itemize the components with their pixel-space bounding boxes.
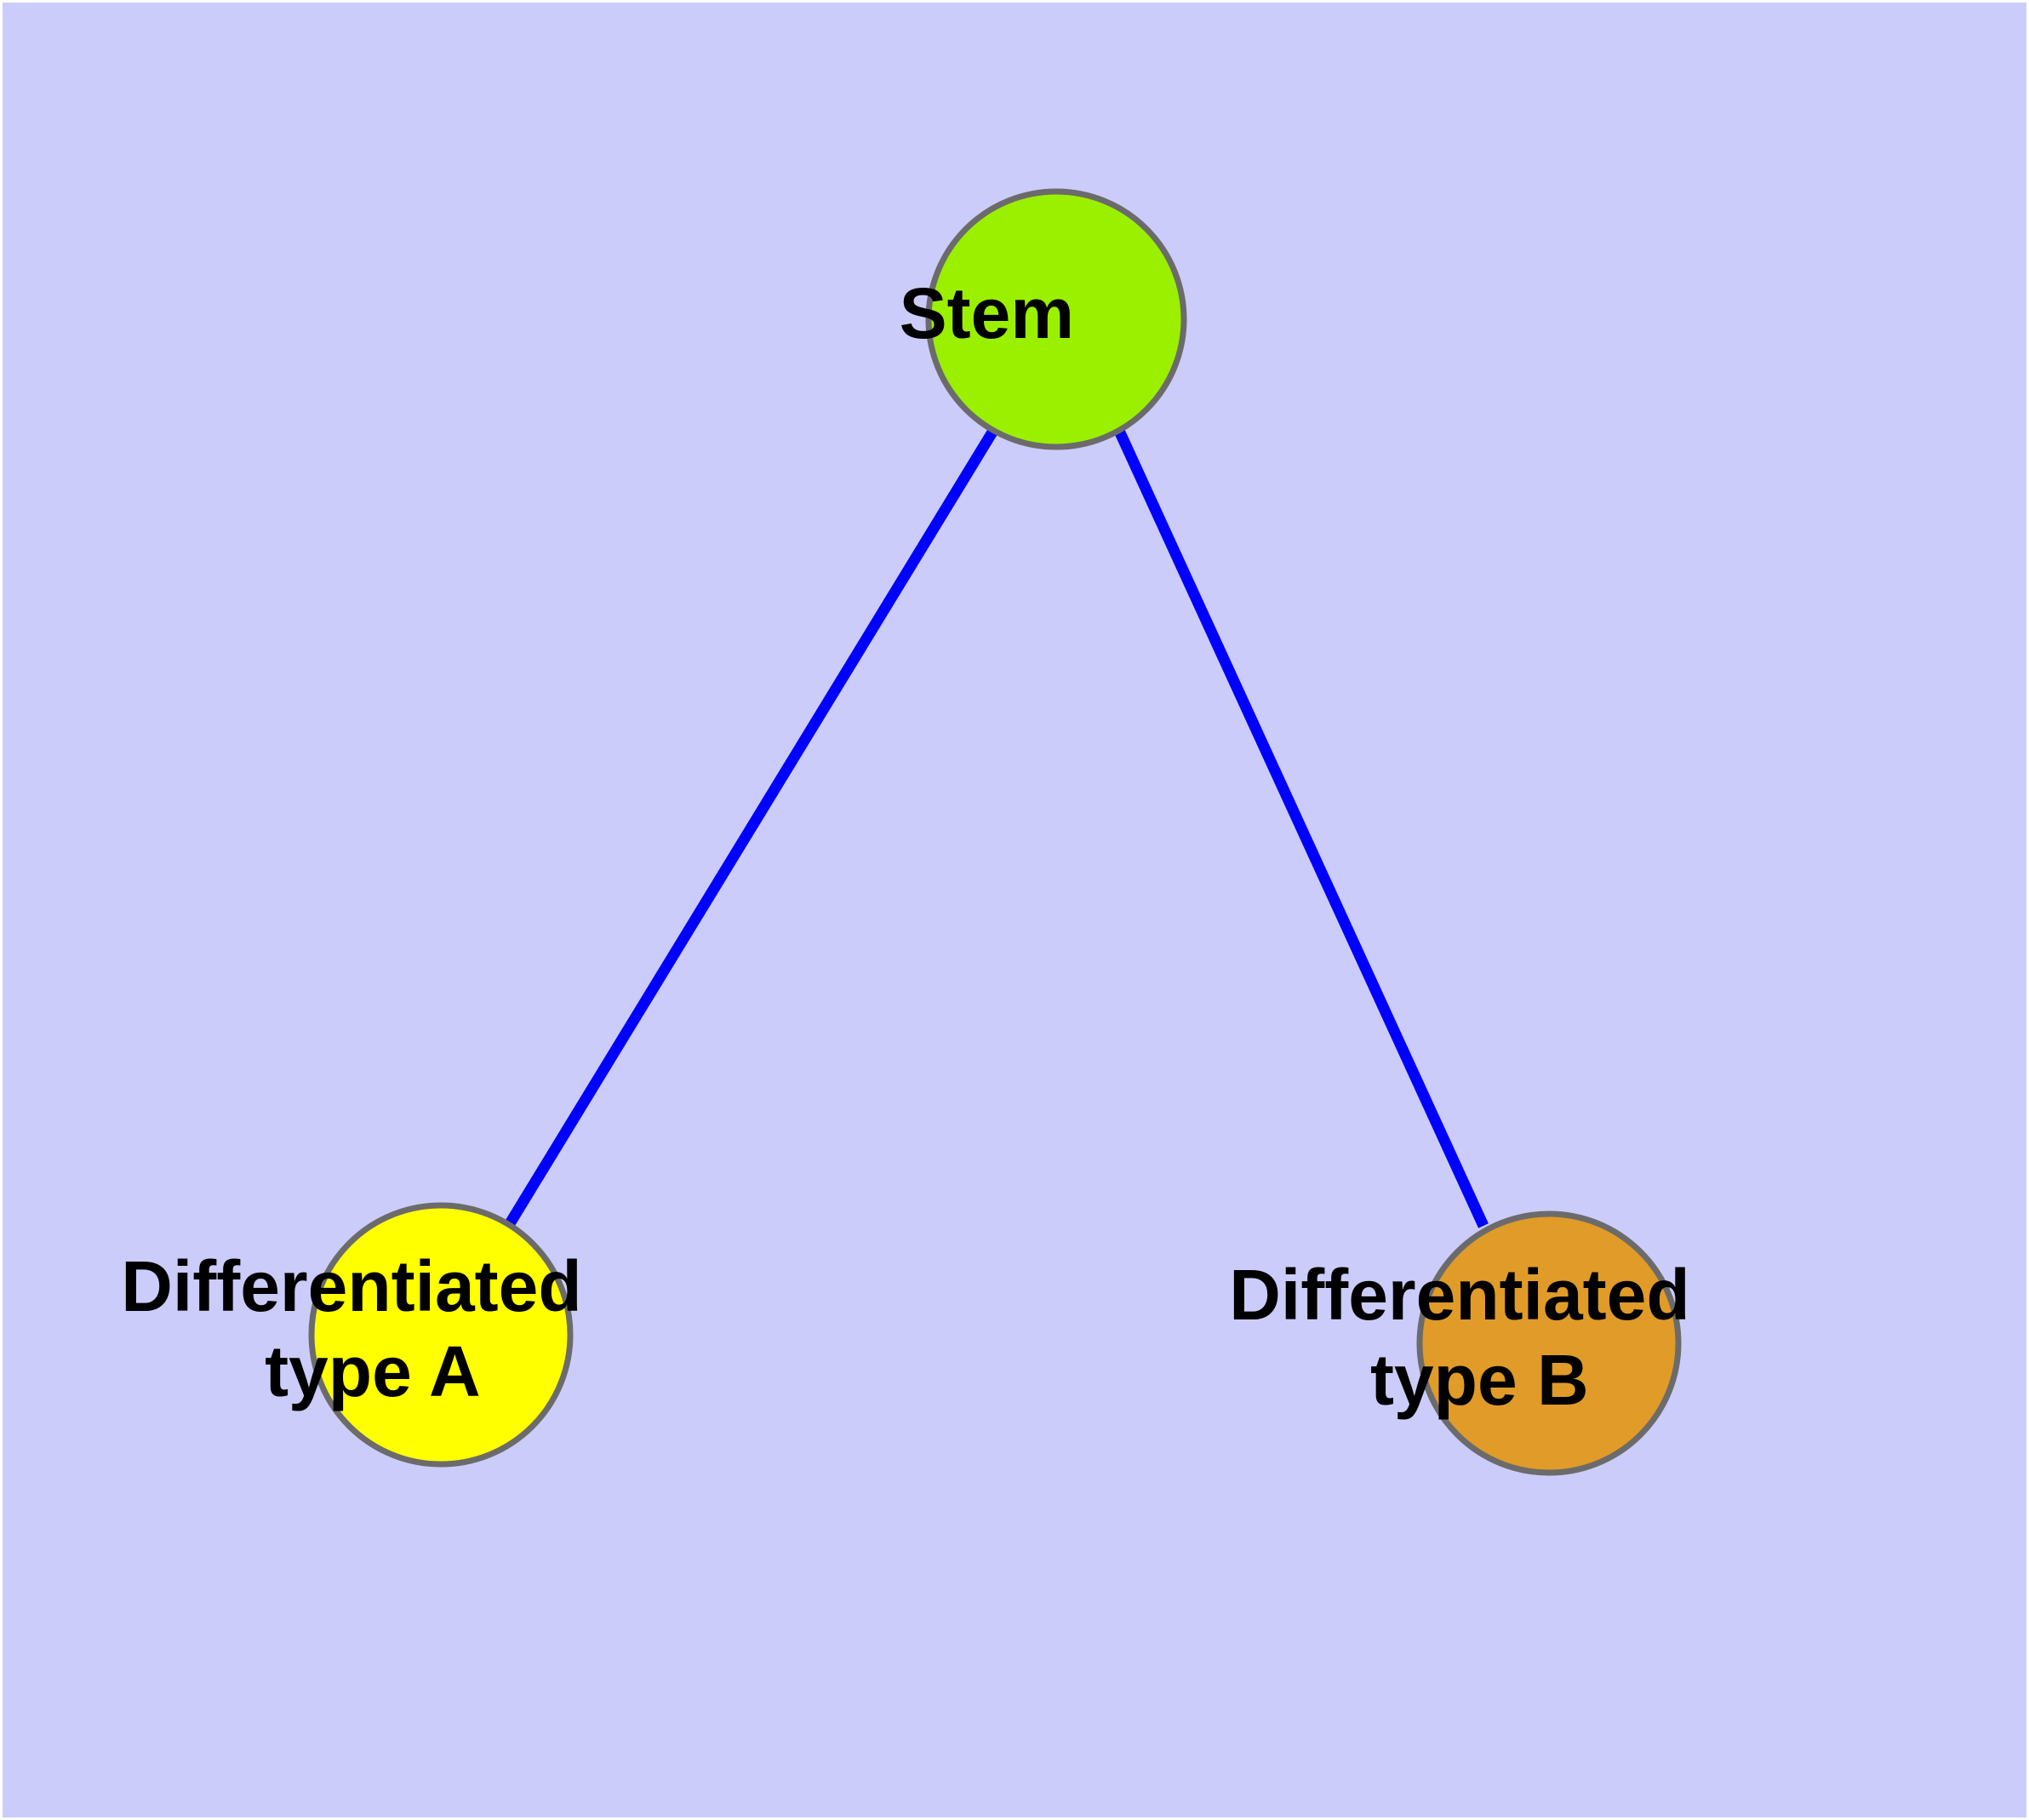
node-differentiated-type-a-circle[interactable]: [308, 1202, 574, 1468]
graph-svg: Stem Differentiated type A Differentiate…: [121, 3, 1868, 1476]
node-differentiated-type-a-label-line-1: type A: [265, 1331, 479, 1411]
edge-stem-to-diff-a[interactable]: [504, 427, 998, 1228]
edge-layer: [504, 427, 1489, 1228]
node-differentiated-type-b-label-line-1: type B: [1370, 1340, 1589, 1420]
node-differentiated-type-b-label-line-0: Differentiated: [1229, 1255, 1689, 1335]
node-differentiated-type-b-circle[interactable]: [1416, 1210, 1682, 1476]
node-differentiated-type-b-label: Differentiated type B: [1229, 3, 1868, 1420]
node-stem-label-line-0: Stem: [900, 273, 1074, 353]
node-stem-circle[interactable]: [925, 188, 1187, 450]
node-stem[interactable]: Stem: [900, 3, 1214, 450]
edge-stem-to-diff-b[interactable]: [1114, 428, 1489, 1228]
node-stem-label: Stem: [900, 3, 1214, 353]
node-differentiated-type-b[interactable]: Differentiated type B: [1229, 3, 1868, 1476]
node-differentiated-type-a[interactable]: Differentiated type A: [121, 3, 760, 1468]
node-differentiated-type-a-label-line-0: Differentiated: [121, 1246, 581, 1326]
node-differentiated-type-a-label: Differentiated type A: [121, 3, 760, 1411]
